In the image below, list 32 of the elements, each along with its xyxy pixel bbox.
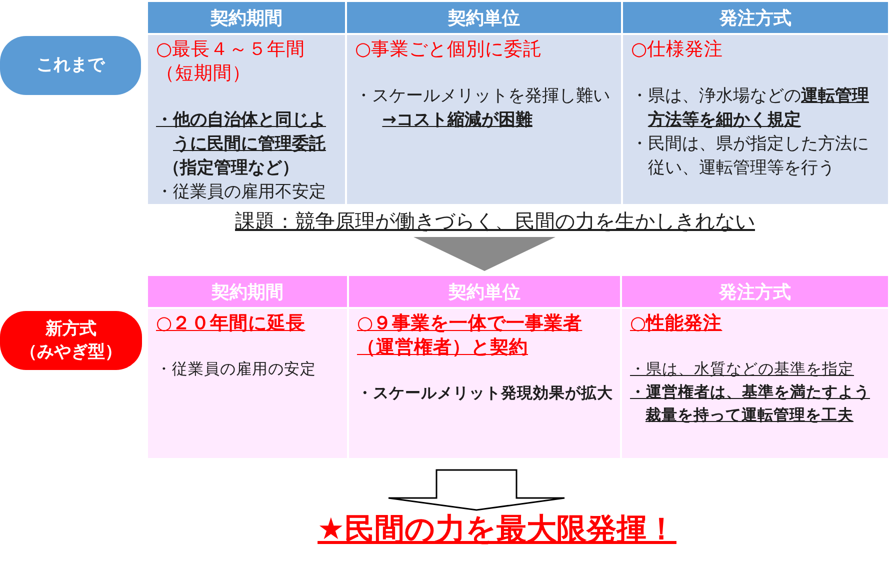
table-cell: [623, 35, 888, 204]
table-cell: [148, 35, 345, 204]
bullet-text: ・従業員の雇用不安定: [156, 181, 326, 204]
bullet-text: ・従業員の雇用の安定: [156, 359, 316, 380]
heading-text: ○９事業を一体で一事業者（運営権者）と契約: [357, 312, 584, 360]
column-header: 発注方式: [623, 2, 888, 33]
issue-text: 課題：競争原理が働きづらく、民間の力を生かしきれない: [235, 209, 755, 233]
bullet-text: ・スケールメリット発現効果が拡大: [357, 383, 613, 404]
column-header: 契約単位: [347, 2, 621, 33]
bullet-text: ・他の自治体と同じように民間に管理委託: [156, 109, 327, 156]
bullet-text: ・県は、水質などの基準を指定: [630, 359, 854, 380]
block-arrow: [388, 469, 566, 511]
triangle-arrow: [414, 237, 556, 271]
column-header: 契約単位: [349, 276, 620, 307]
column-header: 契約期間: [148, 2, 345, 33]
table-cell: [347, 35, 621, 204]
category-pill: 新方式（みやぎ型）: [0, 311, 142, 370]
bullet-text: ・運営権者は、基準を満たすよう裁量を持って運転管理を工夫: [630, 382, 871, 426]
heading-text: ○仕様発注: [631, 38, 724, 62]
heading-text: ○事業ごと個別に委託: [355, 38, 542, 62]
result-text: →コスト縮減が困難: [382, 109, 532, 132]
bullet-text: ・民間は、県が指定した方法に従い、運転管理等を行う: [631, 133, 870, 180]
column-header: 契約期間: [148, 276, 347, 307]
heading-text: ○２０年間に延長: [156, 312, 306, 336]
bullet-text: ・スケールメリットを発揮し難い: [355, 85, 610, 108]
note-text: （指定管理など）: [162, 157, 299, 180]
column-header: 発注方式: [622, 276, 888, 307]
heading-text: ○最長４～５年間（短期間）: [156, 38, 306, 86]
conclusion-text: ★民間の力を最大限発揮！: [318, 512, 676, 548]
bullet-text: ・県は、浄水場などの運転管理方法等を細かく規定: [631, 85, 870, 132]
category-pill: これまで: [0, 36, 141, 95]
heading-text: ○性能発注: [630, 312, 722, 336]
